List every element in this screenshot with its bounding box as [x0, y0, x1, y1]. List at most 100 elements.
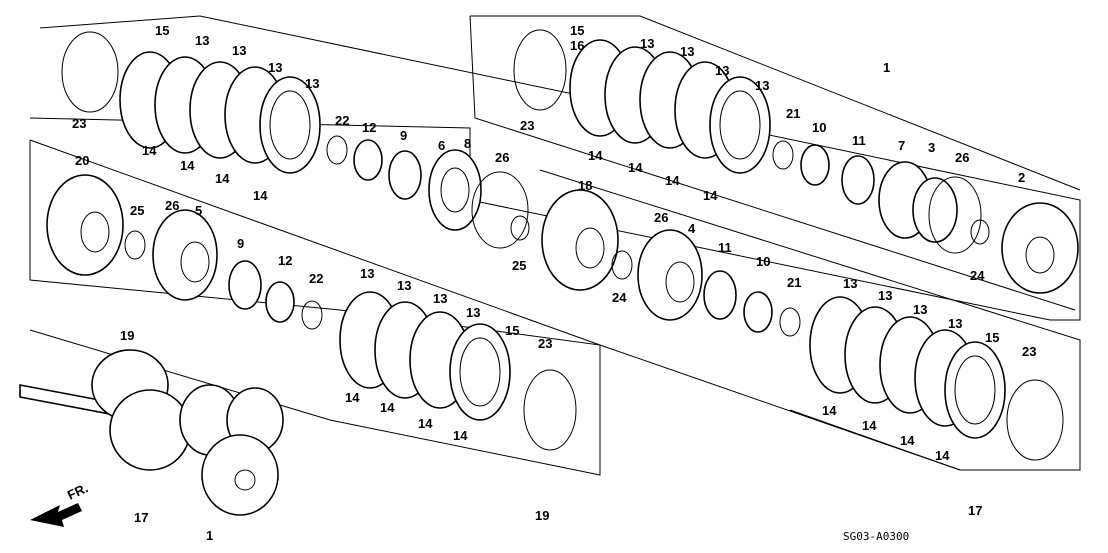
part-label-lower-right-8: 14 — [900, 433, 915, 448]
upper-right-outline — [469, 15, 1076, 311]
lower-right-outline — [539, 169, 1081, 471]
ring-22a — [326, 135, 348, 165]
part-label-upper-left-15: 26 — [495, 150, 509, 165]
part-label-upper-left-10: 22 — [335, 113, 349, 128]
part-label-upper-right-16: 3 — [928, 140, 935, 155]
washer-12a — [353, 139, 383, 181]
upper-right-pack — [513, 29, 1079, 294]
part-label-lower-right-6: 14 — [822, 403, 837, 418]
part-label-upper-left-5: 13 — [305, 76, 319, 91]
part-label-middle-center-4: 10 — [756, 254, 770, 269]
ring-22b — [301, 300, 323, 330]
part-label-lower-right-9: 14 — [935, 448, 950, 463]
piston-6-inner — [440, 167, 470, 213]
washer-10b — [743, 291, 773, 333]
part-label-middle-left-17: 19 — [535, 508, 549, 523]
part-label-lower-right-4: 15 — [985, 330, 999, 345]
part-label-middle-left-8: 13 — [397, 278, 411, 293]
ring-21b — [779, 307, 801, 337]
plate-13h-inner — [719, 90, 761, 160]
part-label-middle-left-0: 20 — [75, 153, 89, 168]
snap-ring-23d — [1006, 379, 1064, 461]
spring-9b — [228, 260, 262, 310]
plate-13l — [449, 323, 511, 421]
part-label-upper-right-19: 24 — [970, 268, 985, 283]
part-label-middle-center-1: 26 — [654, 210, 668, 225]
piston-4-inner — [665, 261, 695, 303]
group-outlines — [29, 15, 1081, 476]
part-label-middle-center-6: 24 — [612, 290, 627, 305]
part-label-middle-left-2: 26 — [165, 198, 179, 213]
part-label-middle-center-5: 21 — [787, 275, 801, 290]
piston-6 — [428, 149, 482, 231]
part-label-upper-left-2: 13 — [195, 33, 209, 48]
mainshaft-assembly — [19, 349, 284, 527]
upper-left-pack — [61, 31, 530, 249]
middle-center-pack — [541, 189, 801, 337]
piston-5 — [152, 209, 218, 301]
piston-3 — [912, 177, 958, 243]
part-label-upper-right-11: 14 — [703, 188, 718, 203]
part-label-middle-left-5: 12 — [278, 253, 292, 268]
part-label-lower-right-1: 13 — [878, 288, 892, 303]
part-label-upper-right-9: 14 — [628, 160, 643, 175]
part-label-upper-left-4: 13 — [268, 60, 282, 75]
spring-11a — [841, 155, 875, 205]
part-label-middle-left-14: 14 — [380, 400, 395, 415]
part-label-shaft-2: 1 — [206, 528, 213, 543]
drum-18-hub — [575, 227, 605, 269]
snap-ring-23b — [513, 29, 567, 111]
part-label-middle-left-10: 13 — [466, 305, 480, 320]
part-label-upper-left-1: 15 — [155, 23, 169, 38]
part-label-upper-left-12: 9 — [400, 128, 407, 143]
drum-2 — [1001, 202, 1079, 294]
oring-26a — [471, 171, 529, 249]
part-label-upper-right-18: 2 — [1018, 170, 1025, 185]
drum-20 — [46, 174, 124, 276]
upper-group-outline — [29, 15, 1081, 321]
part-label-upper-right-14: 11 — [852, 133, 866, 148]
oring-25a — [510, 215, 530, 241]
piston-4 — [637, 229, 703, 321]
part-label-upper-right-10: 14 — [665, 173, 680, 188]
drawing-code: SG03-A0300 — [843, 530, 909, 543]
part-label-lower-right-3: 13 — [948, 316, 962, 331]
part-label-upper-left-6: 14 — [142, 143, 157, 158]
front-direction-label: FR. — [65, 480, 90, 502]
oring-25b — [124, 230, 146, 260]
plate-13d-inner — [269, 90, 311, 160]
part-label-upper-right-15: 7 — [898, 138, 905, 153]
part-label-middle-left-11: 15 — [505, 323, 519, 338]
upper-right-top-outline — [470, 15, 1081, 191]
piston-5-inner — [180, 241, 210, 283]
plate-13l-inner — [459, 337, 501, 407]
part-label-middle-left-13: 14 — [345, 390, 360, 405]
part-label-middle-left-7: 13 — [360, 266, 374, 281]
part-label-lower-right-10: 17 — [968, 503, 982, 518]
drum-18 — [541, 189, 619, 291]
part-label-middle-left-3: 5 — [195, 203, 202, 218]
drum-20-hub — [80, 211, 110, 253]
part-label-upper-left-3: 13 — [232, 43, 246, 58]
drum-2-hub — [1025, 236, 1055, 274]
plate-15c-inner — [954, 355, 996, 425]
lower-right-pack — [809, 296, 1064, 461]
plate-15c — [944, 341, 1006, 439]
oring-24b — [611, 250, 633, 280]
part-label-shaft-1: 17 — [134, 510, 148, 525]
drum-1-shaft — [201, 434, 279, 516]
part-label-upper-right-17: 26 — [955, 150, 969, 165]
part-label-middle-center-2: 4 — [688, 221, 696, 236]
spring-9a — [388, 150, 422, 200]
part-label-middle-left-16: 14 — [453, 428, 468, 443]
washer-12b — [265, 281, 295, 323]
part-label-upper-right-8: 14 — [588, 148, 603, 163]
part-label-shaft-0: 19 — [120, 328, 134, 343]
part-label-upper-left-9: 14 — [253, 188, 268, 203]
oring-26b — [928, 176, 982, 254]
part-label-middle-left-1: 25 — [130, 203, 144, 218]
part-label-upper-right-7: 23 — [520, 118, 534, 133]
